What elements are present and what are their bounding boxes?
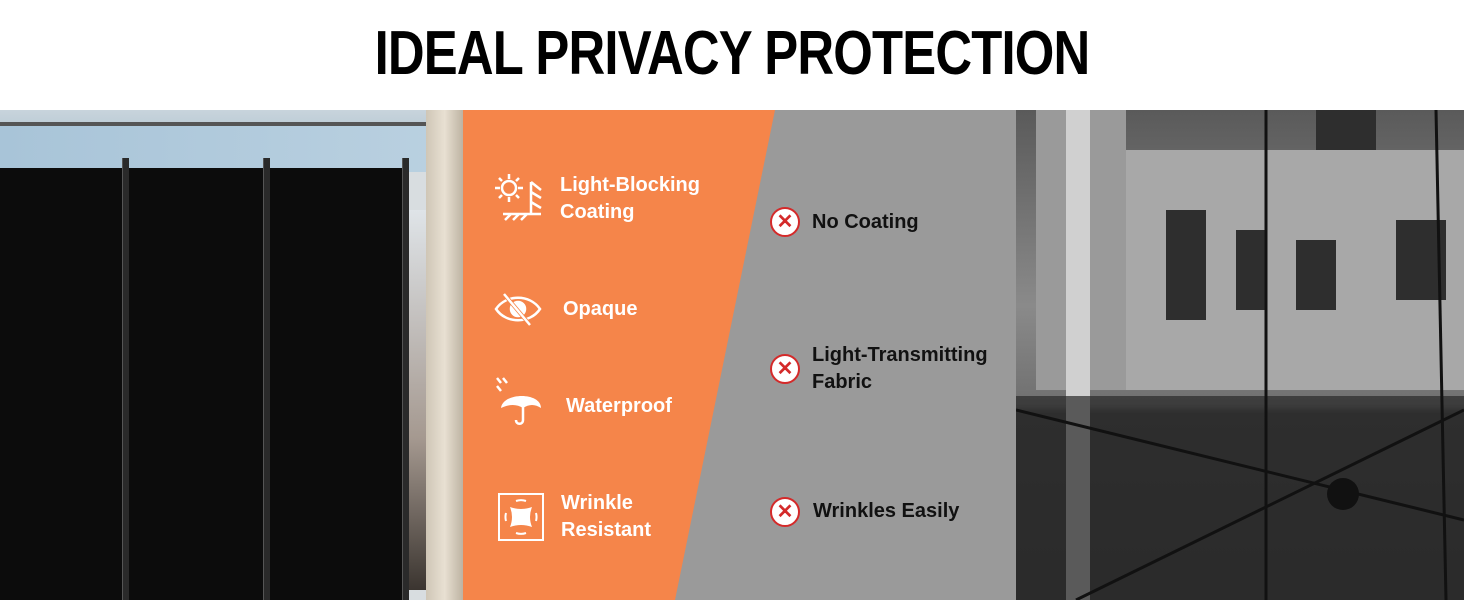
x-circle-icon: ✕ [770,354,800,384]
wrinkle-resistant-icon [498,493,544,541]
divider-panel [0,168,125,600]
product-photo-room-divider [0,110,463,600]
feature-line: Waterproof [566,395,672,417]
drawback-line: Light-Transmitting [812,344,988,366]
feature-label: Waterproof [566,393,672,420]
feature-line: Wrinkle [561,492,633,514]
divider-pole [122,158,129,600]
drawback-label: Wrinkles Easily [813,498,959,525]
window-view [405,210,427,590]
divider-panel [270,168,406,600]
feature-line: Resistant [561,519,652,541]
eye-off-icon [494,292,542,326]
building-window [1166,210,1206,320]
frame-cross-lines [1016,110,1464,600]
drawback-line: Wrinkles Easily [813,500,960,522]
curtain [426,110,463,600]
building-window [1316,110,1376,150]
drawback-line: No Coating [812,211,919,233]
fabric-shadow [1016,396,1464,600]
x-circle-icon: ✕ [770,207,800,237]
drawback-line: Fabric [812,371,873,393]
x-circle-icon: ✕ [770,497,800,527]
feature-line: Light-Blocking [560,174,700,196]
feature-label: Opaque [563,296,637,323]
feature-line: Opaque [563,298,638,320]
divider-panel [128,168,266,600]
divider-pole [263,158,270,600]
sun-wall-icon [495,174,542,221]
feature-line: Coating [560,201,635,223]
comparison-photo-see-through-fabric [1016,110,1464,600]
building-window [1236,230,1266,310]
building-window [1296,240,1336,310]
window [0,122,430,172]
drawback-label: No Coating [812,209,919,236]
umbrella-icon [496,377,541,425]
divider-pole [402,158,409,600]
page-title: IDEAL PRIVACY PROTECTION [374,19,1091,88]
